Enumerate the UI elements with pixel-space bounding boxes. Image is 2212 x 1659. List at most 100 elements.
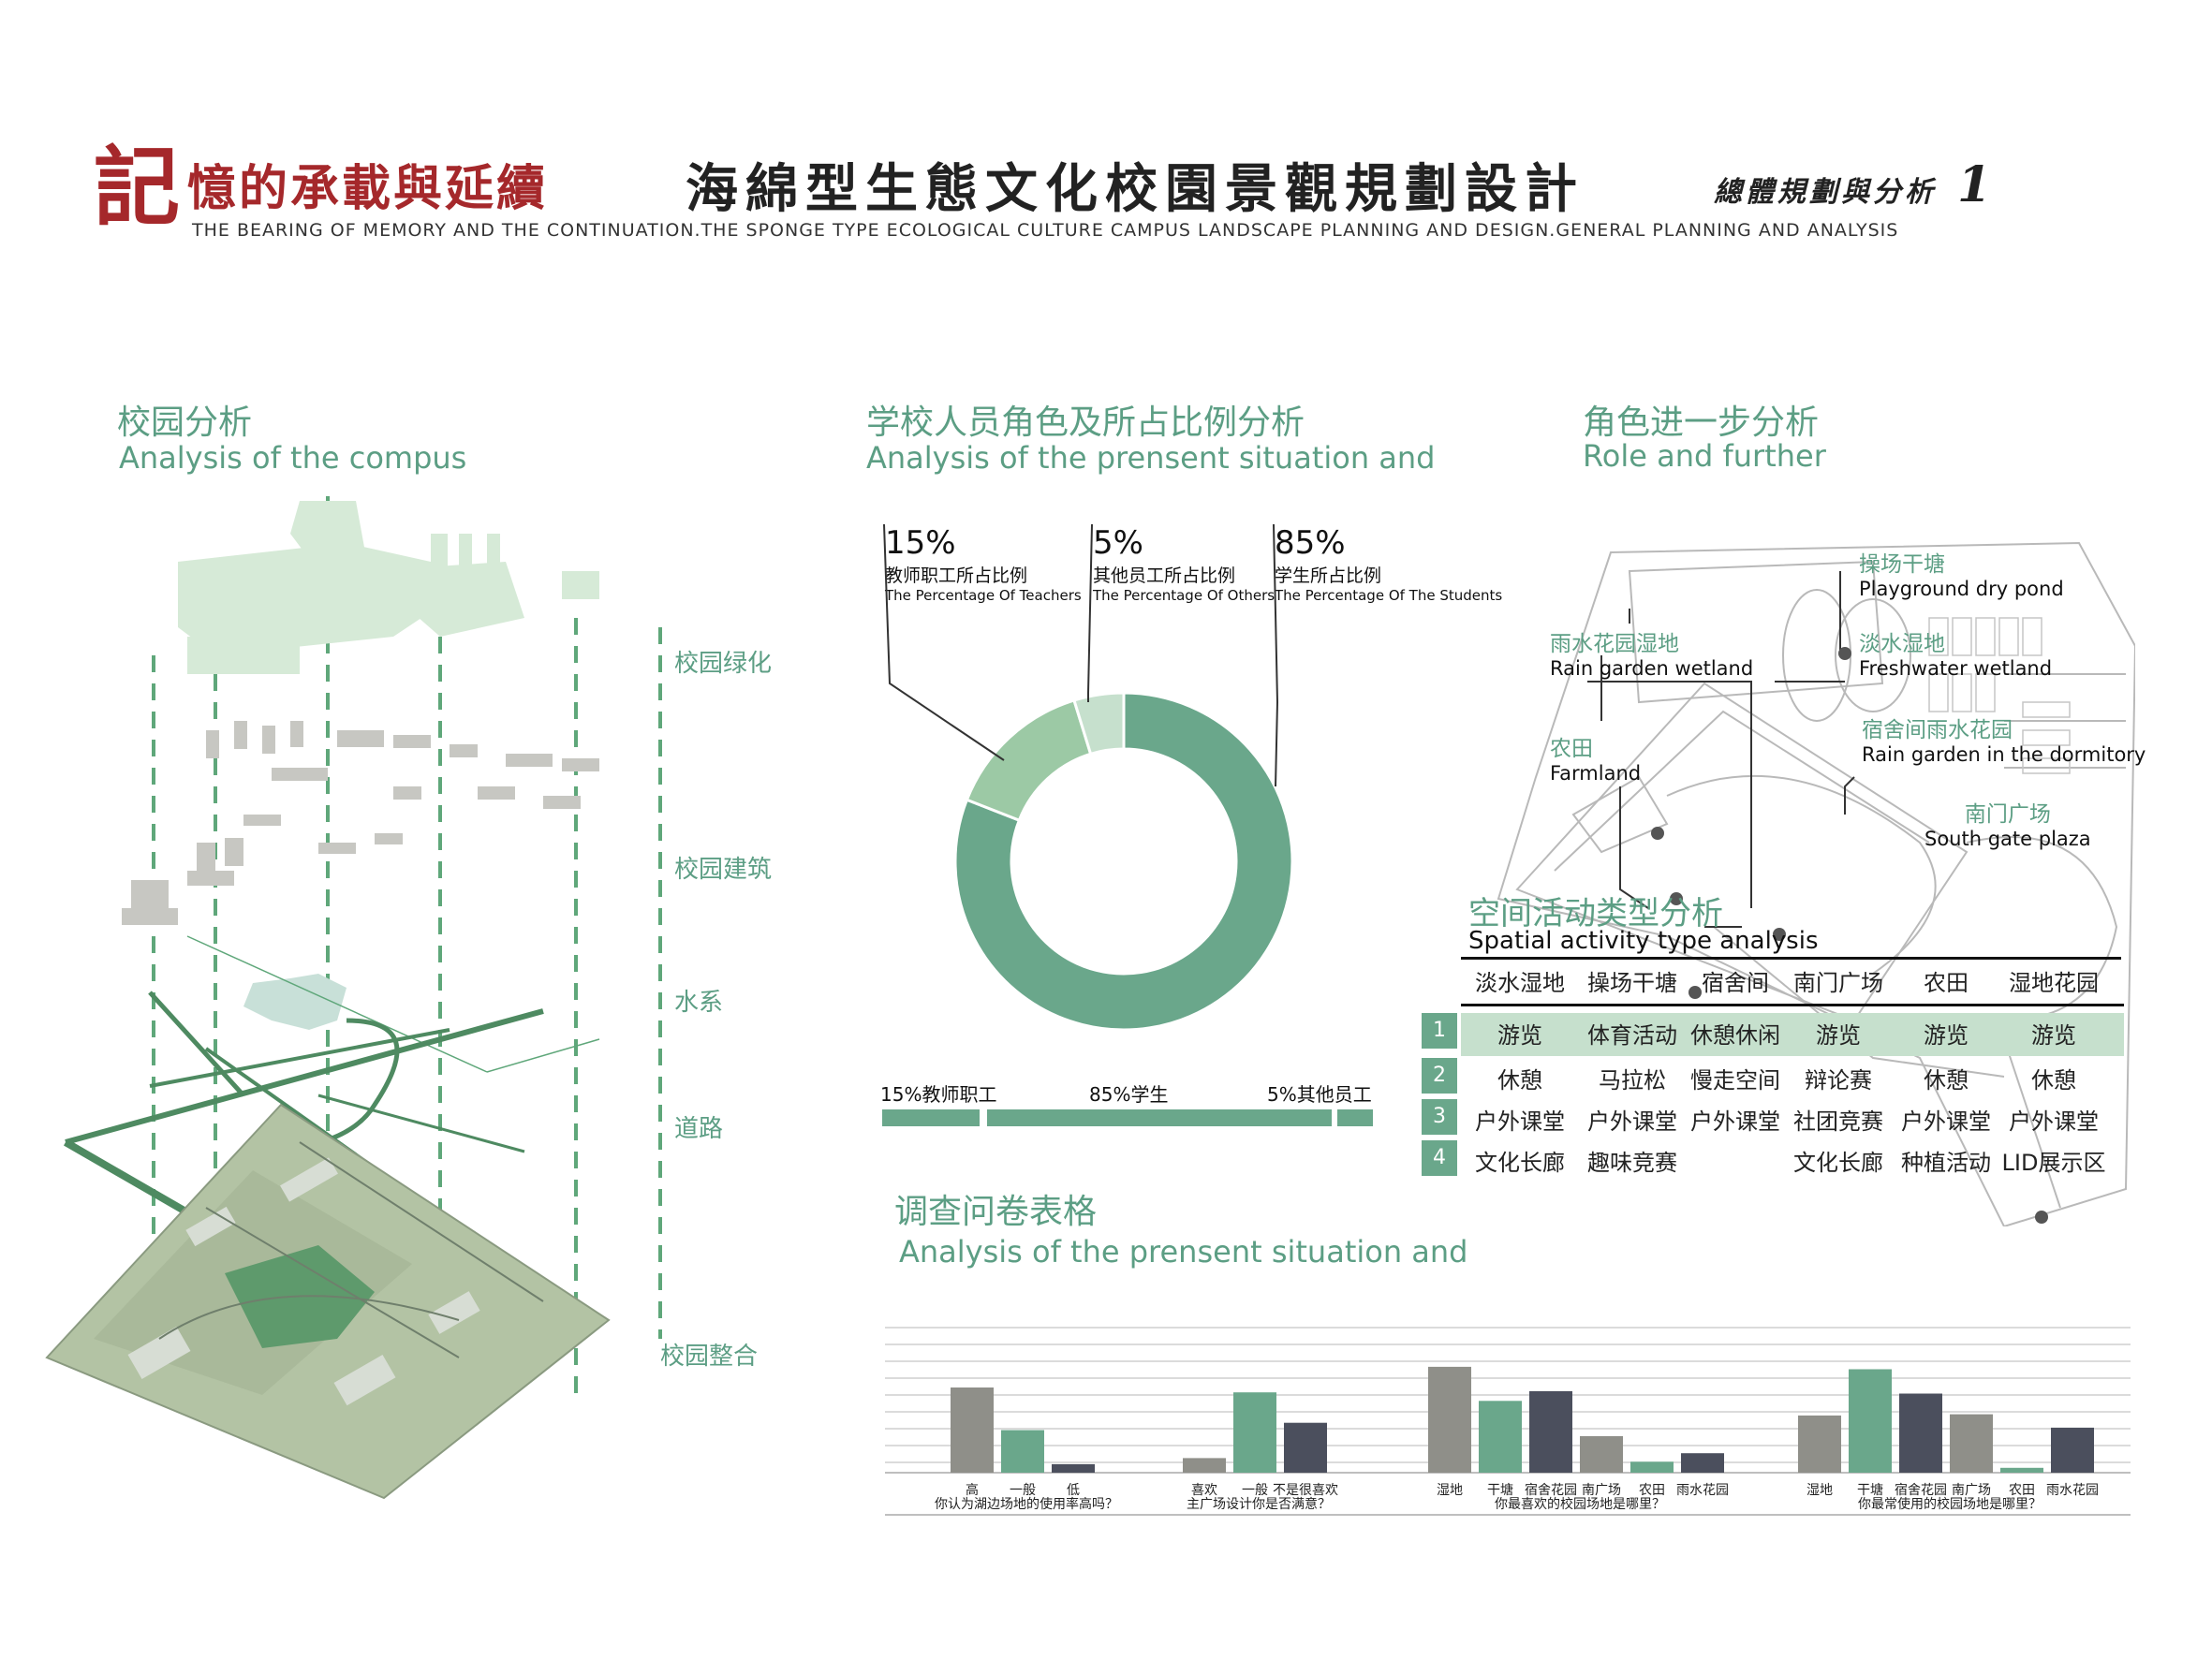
table-cell: 马拉松 [1599, 1067, 1666, 1094]
table-cell: 体育活动 [1587, 1022, 1677, 1049]
callout-teachers-pct: 15% [885, 524, 956, 562]
table-row-highlight [1461, 1013, 2124, 1056]
bar-label-students: 85%学生 [1089, 1083, 1169, 1106]
callout-students: 85% 学生所占比例 The Percentage Of The Student… [1275, 524, 1509, 604]
header: 記 憶的承載與延續 海綿型生態文化校園景觀規劃設計 總體規劃與分析 1 THE … [0, 140, 2212, 253]
table-cell: 休憩 [2031, 1067, 2076, 1094]
table-cell: 户外课堂 [1901, 1108, 1991, 1135]
survey-bar [2000, 1467, 2043, 1473]
table-row-number: 3 [1422, 1099, 1457, 1135]
table-header-cell: 淡水湿地 [1475, 970, 1565, 996]
personnel-donut-chart [883, 523, 1294, 1032]
table-header-rule [1461, 1004, 2124, 1006]
map-label-dormitory-en: Rain garden in the dormitory [1862, 743, 2146, 766]
layer-label-integrated: 校园整合 [660, 1343, 759, 1371]
campus-plan-map [1497, 541, 2135, 1226]
survey-bar [1529, 1390, 1572, 1473]
campus-title-cn: 校园分析 [117, 404, 253, 442]
map-label-rain-garden: 雨水花园湿地 Rain garden wetland [1550, 625, 1753, 680]
survey-category-label: 宿舍花园 [1895, 1483, 1947, 1498]
title-initial: 記 [94, 137, 181, 238]
survey-bar [1580, 1436, 1623, 1473]
callout-students-cn: 学生所占比例 [1275, 565, 1382, 586]
bar-label-teachers: 15%教师职工 [880, 1083, 997, 1106]
survey-question-label: 主广场设计你是否满意？ [1187, 1497, 1331, 1512]
table-header-cell: 南门广场 [1793, 970, 1883, 996]
survey-bar [1630, 1461, 1674, 1473]
table-header-cell: 宿舍间 [1702, 970, 1769, 996]
table-cell: 慢走空间 [1690, 1067, 1780, 1094]
roles-title-en: Role and further [1583, 438, 1826, 474]
layer-label-water: 水系 [674, 989, 724, 1017]
personnel-title-cn: 学校人员角色及所占比例分析 [866, 404, 1305, 442]
survey-question-label: 你最常使用的校园场地是哪里？ [1858, 1497, 2042, 1512]
spatial-title-cn: 空间活动类型分析 [1468, 895, 1723, 932]
callout-teachers-en: The Percentage Of Teachers [885, 587, 1082, 604]
survey-bar [1681, 1453, 1724, 1473]
map-label-farmland: 农田 Farmland [1550, 730, 1641, 785]
callout-teachers: 15% 教师职工所占比例 The Percentage Of Teachers [885, 524, 1082, 604]
table-cell: 文化长廊 [1475, 1150, 1565, 1176]
page-number: 1 [1957, 156, 1992, 213]
table-header-cell: 湿地花园 [2009, 970, 2099, 996]
map-label-playground-en: Playground dry pond [1859, 578, 2064, 600]
bar-segment-students [987, 1109, 1332, 1126]
survey-bar [1052, 1463, 1095, 1473]
table-cell: 休憩休闲 [1690, 1022, 1780, 1049]
callout-students-en: The Percentage Of The Students [1275, 587, 1503, 604]
map-label-rain-garden-en: Rain garden wetland [1550, 657, 1754, 680]
water-layer [243, 974, 347, 1030]
map-label-freshwater: 淡水湿地 Freshwater wetland [1859, 625, 2052, 680]
table-cell: 文化长廊 [1793, 1150, 1883, 1176]
table-cell: 种植活动 [1901, 1150, 1991, 1176]
survey-question-label: 你最喜欢的校园场地是哪里？ [1495, 1497, 1665, 1512]
survey-bar [1950, 1414, 1993, 1473]
personnel-title-en: Analysis of the prensent situation and [866, 440, 1436, 476]
spatial-title-en: Spatial activity type analysis [1468, 927, 1819, 955]
callout-others: 5% 其他员工所占比例 The Percentage Of Others [1093, 524, 1280, 604]
survey-category-label: 宿舍花园 [1525, 1483, 1577, 1498]
bar-segment-others [1337, 1109, 1373, 1126]
survey-bar [1479, 1401, 1522, 1473]
table-cell: 辩论赛 [1805, 1067, 1872, 1094]
table-row-number: 1 [1422, 1013, 1457, 1049]
survey-category-label: 不是很喜欢 [1273, 1483, 1338, 1498]
table-row-number: 4 [1422, 1140, 1457, 1176]
map-label-playground: 操场干塘 Playground dry pond [1859, 546, 2064, 600]
table-cell: 趣味竞赛 [1587, 1150, 1677, 1176]
survey-category-label: 雨水花园 [2046, 1483, 2099, 1498]
callout-students-pct: 85% [1275, 524, 1346, 562]
survey-category-label: 喜欢 [1191, 1483, 1217, 1498]
map-label-south-gate-en: South gate plaza [1924, 828, 2091, 850]
title-red: 憶的承載與延續 [187, 160, 549, 217]
survey-bar [1183, 1458, 1226, 1473]
table-cell: 休憩 [1924, 1067, 1969, 1094]
map-label-freshwater-cn: 淡水湿地 [1859, 632, 1945, 656]
survey-title-cn: 调查问卷表格 [894, 1193, 1098, 1231]
survey-bar [1798, 1415, 1841, 1473]
survey-category-label: 农田 [1639, 1483, 1665, 1498]
table-cell: 休憩 [1497, 1067, 1542, 1094]
layer-label-roads: 道路 [674, 1115, 724, 1143]
greening-layer [178, 501, 599, 674]
subtitle-en: THE BEARING OF MEMORY AND THE CONTINUATI… [192, 220, 1899, 241]
survey-category-label: 一般 [1010, 1483, 1036, 1498]
survey-category-label: 干塘 [1857, 1483, 1883, 1498]
campus-exploded-axonometric [45, 496, 662, 1500]
survey-category-label: 湿地 [1437, 1483, 1463, 1498]
table-cell: 游览 [1497, 1022, 1542, 1049]
integrated-layer [45, 1103, 611, 1500]
map-label-farmland-cn: 农田 [1550, 737, 1593, 761]
donut-slice-students [953, 691, 1294, 1032]
map-label-dormitory: 宿舍间雨水花园 Rain garden in the dormitory [1862, 712, 2146, 766]
donut-slice-teachers [965, 698, 1093, 823]
survey-bar [1001, 1430, 1044, 1473]
callout-others-en: The Percentage Of Others [1093, 587, 1276, 604]
survey-category-label: 干塘 [1487, 1483, 1513, 1498]
map-label-freshwater-en: Freshwater wetland [1859, 657, 2053, 680]
survey-bar [1233, 1392, 1276, 1473]
building-layer [122, 721, 599, 925]
title-right: 總體規劃與分析 [1714, 176, 1937, 209]
layer-label-buildings: 校园建筑 [674, 856, 773, 884]
